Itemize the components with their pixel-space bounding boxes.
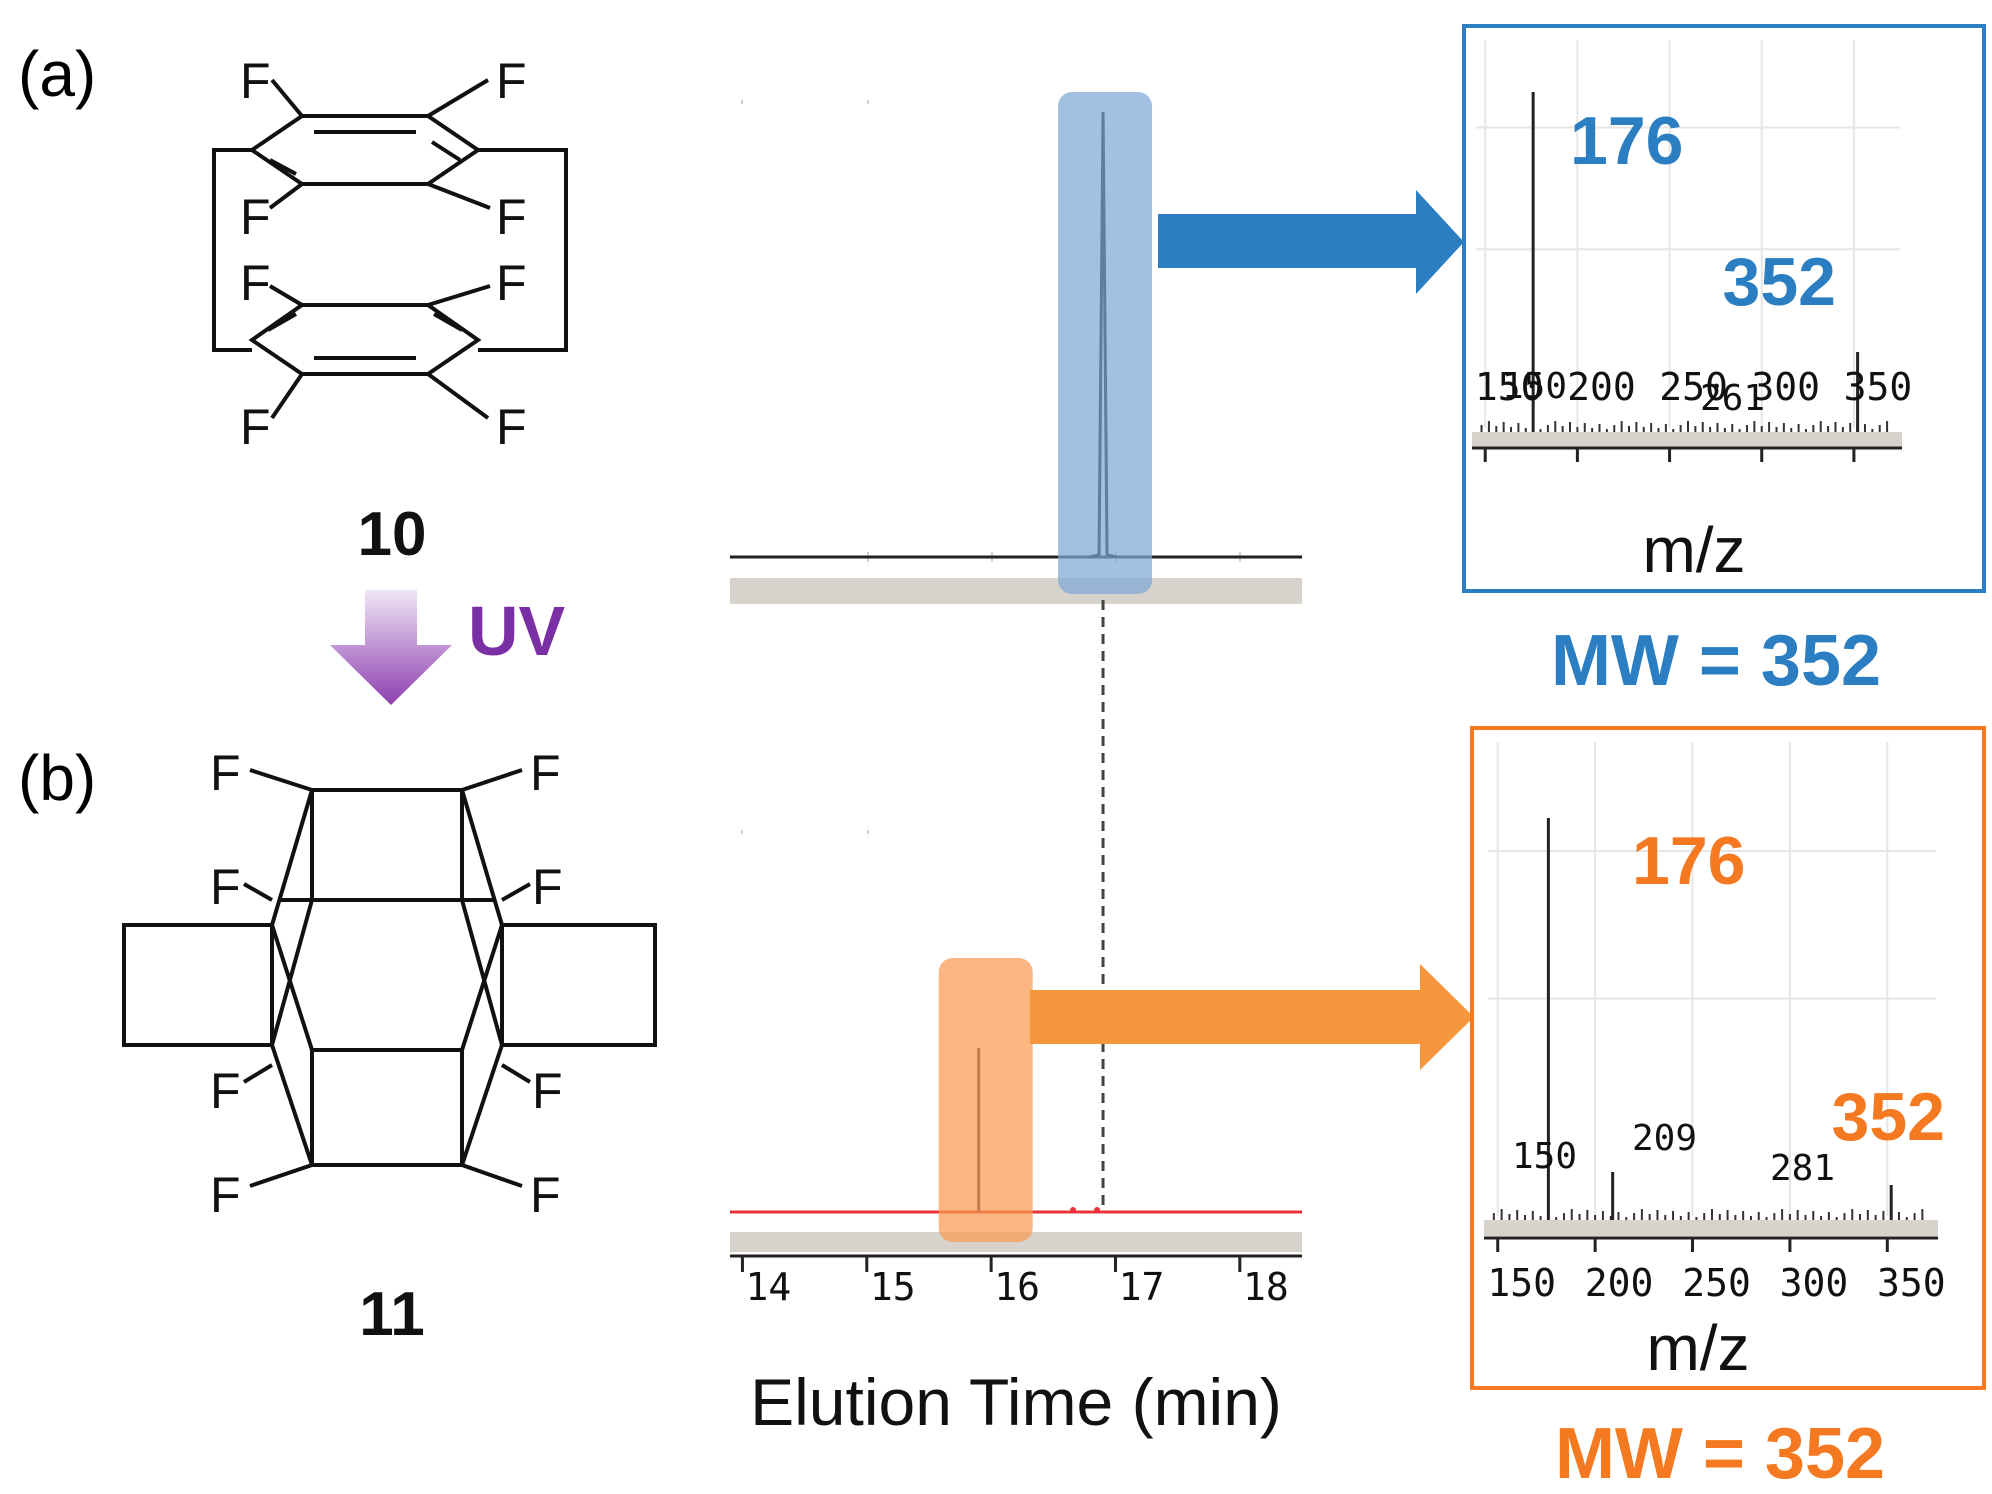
x-axis-ticks: 14 15 16 17 18	[740, 1256, 1289, 1309]
uv-label: UV	[468, 592, 566, 670]
top-baseline-band	[730, 578, 1302, 604]
mz-tick-label: 250	[1659, 365, 1728, 409]
atom-label: F	[496, 399, 527, 455]
mz-tick-label: 200	[1567, 365, 1636, 409]
atom-label: F	[496, 255, 527, 311]
atom-label: F	[532, 859, 563, 915]
mz-tick-label: 200	[1585, 1261, 1654, 1305]
atom-label: F	[210, 859, 241, 915]
panel-a-label: (a)	[18, 38, 96, 110]
atom-label: F	[210, 745, 241, 801]
atom-label: F	[530, 1167, 561, 1223]
atom-label: F	[496, 189, 527, 245]
blue-arrow-icon	[1158, 190, 1464, 294]
peak-label: 150	[1502, 366, 1567, 407]
atom-label: F	[496, 53, 527, 109]
molecular-weight-label: MW = 352	[1555, 1414, 1885, 1494]
peak-label: 209	[1632, 1118, 1697, 1159]
chromatogram: 14 15 16 17 18 Elution Time (min)	[730, 92, 1302, 1439]
mz-tick-label: 150	[1475, 365, 1544, 409]
mz-tick-label: 350	[1877, 1261, 1946, 1305]
mz-tick-label: 250	[1682, 1261, 1751, 1305]
atom-label: F	[530, 745, 561, 801]
structure-11	[122, 768, 657, 1188]
spectrum-frame	[1462, 24, 1986, 593]
x-tick-label: 15	[870, 1265, 916, 1309]
atom-label: F	[210, 1063, 241, 1119]
panel-b-label: (b)	[18, 742, 96, 814]
top-peak-highlight	[1058, 92, 1153, 594]
mz-axis-title: m/z	[1642, 514, 1745, 586]
x-tick-label: 17	[1119, 1265, 1165, 1309]
molecular-ion-label: 352	[1723, 244, 1836, 320]
atom-label: F	[240, 53, 271, 109]
spectrum-baseline-band	[1484, 1220, 1938, 1236]
molecular-weight-label: MW = 352	[1551, 621, 1881, 701]
x-tick-label: 14	[746, 1265, 792, 1309]
peak-label: 261	[1700, 378, 1765, 419]
trace-noise	[1070, 1207, 1077, 1213]
atom-label: F	[532, 1063, 563, 1119]
spectrum-baseline-band	[1472, 432, 1902, 448]
compound-number-11: 11	[359, 1280, 425, 1349]
atom-label: F	[240, 189, 271, 245]
x-tick-label: 18	[1243, 1265, 1289, 1309]
base-peak-label: 176	[1570, 103, 1683, 179]
fluorine-labels-10: F F F F F F F F	[240, 53, 527, 455]
mz-tick-label: 150	[1487, 1261, 1556, 1305]
structure-10	[212, 78, 568, 420]
mz-tick-label: 300	[1780, 1261, 1849, 1305]
atom-label: F	[210, 1167, 241, 1223]
atom-label: F	[240, 255, 271, 311]
mz-tick-label: 350	[1844, 365, 1913, 409]
bottom-peak-highlight	[938, 958, 1033, 1242]
base-peak-label: 176	[1632, 823, 1745, 899]
compound-number-10: 10	[358, 500, 427, 569]
mz-axis-title: m/z	[1646, 1312, 1749, 1384]
x-axis-title: Elution Time (min)	[750, 1365, 1282, 1439]
fluorine-labels-11: F F F F F F F F	[210, 745, 563, 1223]
molecular-ion-label: 352	[1832, 1079, 1945, 1155]
mass-spectrum-bottom: 150 200 250 300 350 150 209 281 176 352 m/z MW = 35…	[1470, 726, 1986, 1494]
x-tick-label: 16	[994, 1265, 1040, 1309]
uv-arrow-icon	[330, 590, 452, 705]
spectrum-frame	[1470, 726, 1986, 1390]
peak-label: 150	[1512, 1136, 1577, 1177]
atom-label: F	[240, 399, 271, 455]
mz-tick-label: 300	[1751, 365, 1820, 409]
trace-noise	[1094, 1207, 1101, 1213]
orange-arrow-icon	[1030, 964, 1474, 1070]
peak-label: 281	[1770, 1148, 1835, 1189]
